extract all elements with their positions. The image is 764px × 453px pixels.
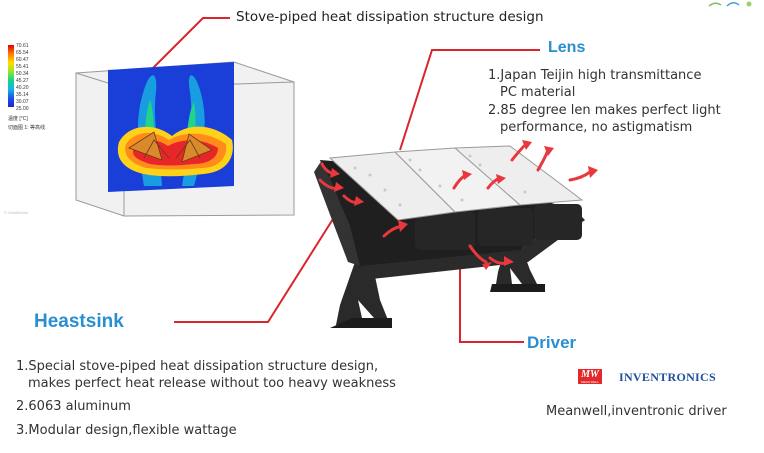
sim-corner-mark: © SolidWorks bbox=[4, 210, 29, 215]
thermal-box-drawing bbox=[75, 61, 295, 217]
meanwell-logo: MW MEAN WELL bbox=[578, 369, 602, 384]
thermal-simulation: 70.61 65.54 60.47 55.41 50.34 45.27 40.2… bbox=[4, 40, 304, 220]
lens-point-1: 1.Japan Teijin high transmittance bbox=[488, 68, 702, 83]
driver-label: Driver bbox=[527, 333, 577, 352]
heatsink-point-1-cont: makes perfect heat release without too h… bbox=[28, 376, 396, 391]
heatsink-label: Heastsink bbox=[34, 311, 124, 332]
driver-caption: Meanwell,inventronic driver bbox=[546, 404, 727, 419]
sim-legend-value: 25.00 bbox=[16, 106, 29, 112]
sim-legend-value: 45.27 bbox=[16, 78, 29, 84]
sim-legend-value: 35.14 bbox=[16, 92, 29, 98]
meanwell-logo-text: MW bbox=[581, 369, 599, 380]
heatsink-point-1: 1.Special stove-piped heat dissipation s… bbox=[16, 359, 379, 374]
lens-point-2-cont: performance, no astigmatism bbox=[500, 120, 693, 135]
brand-mark-icon bbox=[707, 0, 757, 8]
sim-legend-caption: 切面图 1: 等高线 bbox=[8, 125, 45, 131]
heatsink-point-2: 2.6063 aluminum bbox=[16, 399, 131, 414]
sim-legend-value: 40.20 bbox=[16, 85, 29, 91]
sim-legend-colorbar bbox=[8, 45, 14, 107]
inventronics-logo: INVENTRONICS bbox=[619, 370, 716, 384]
top-callout-text: Stove-piped heat dissipation structure d… bbox=[236, 9, 544, 25]
sim-legend-value: 50.34 bbox=[16, 71, 29, 77]
sim-legend-value: 65.54 bbox=[16, 50, 29, 56]
sim-legend-value: 55.41 bbox=[16, 64, 29, 70]
lens-point-2: 2.85 degree len makes perfect light bbox=[488, 103, 721, 118]
sim-legend-value: 70.61 bbox=[16, 43, 29, 49]
lens-label: Lens bbox=[548, 39, 586, 56]
meanwell-logo-sub: MEAN WELL bbox=[581, 380, 599, 384]
sim-legend-value: 60.47 bbox=[16, 57, 29, 63]
lens-point-1-cont: PC material bbox=[500, 85, 576, 100]
heatsink-point-3: 3.Modular design,flexible wattage bbox=[16, 423, 237, 438]
sim-legend-unit: 温度 [°C] bbox=[8, 116, 28, 122]
sim-legend-value: 30.07 bbox=[16, 99, 29, 105]
